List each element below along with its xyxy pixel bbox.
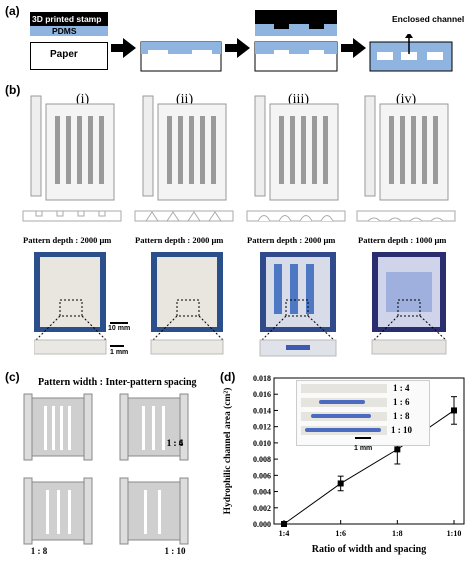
- area-chart: 0.000 0.002 0.004 0.006 0.008 0.010 0.012 0.014…: [222, 374, 465, 555]
- step1-pdms-label: PDMS: [52, 26, 77, 36]
- x-tick-label: 1:8: [392, 529, 403, 538]
- profile-iv: [356, 210, 456, 222]
- data-point: [337, 480, 344, 487]
- profile-ii: [134, 210, 234, 222]
- inset-scale-label: 1 mm: [354, 445, 373, 452]
- caption-iii: Pattern depth : 2000 μm: [247, 235, 336, 245]
- scale-1mm-label: 1 mm: [110, 349, 129, 356]
- profile-i: [22, 210, 122, 222]
- y-tick-label: 0.000: [253, 520, 271, 529]
- caption-iv: Pattern depth : 1000 μm: [358, 235, 447, 245]
- stamp-render-iv: [364, 95, 449, 201]
- paper-photos: [34, 252, 447, 357]
- step1-paper-label: Paper: [50, 49, 78, 60]
- y-tick-label: 0.018: [253, 374, 271, 383]
- step1-stamp: [30, 12, 108, 26]
- inset-label-1-6: 1 : 6: [393, 397, 410, 407]
- ratio-label-1-8: 1 : 8: [30, 546, 48, 556]
- inset-label-1-8: 1 : 8: [393, 411, 410, 421]
- panel-a-label: (a): [5, 4, 20, 18]
- x-axis-label: Ratio of width and spacing: [312, 544, 426, 555]
- caption-ii: Pattern depth : 2000 μm: [135, 235, 224, 245]
- roman-ii: (ii): [176, 92, 194, 107]
- ratio-label-1-4: 1 : 4: [166, 438, 184, 448]
- ratio-label-1-10: 1 : 10: [164, 546, 186, 556]
- x-tick-label: 1:4: [279, 529, 290, 538]
- stamp-render-i: [30, 95, 115, 201]
- y-tick-label: 0.012: [253, 423, 271, 432]
- stamp-render-iii: [254, 95, 339, 201]
- arrow-2-icon: [225, 38, 250, 58]
- roman-iii: (iii): [288, 92, 309, 107]
- panel-b-label: (b): [5, 83, 21, 97]
- plot-frame: [273, 377, 465, 525]
- ratio-devices: [23, 393, 189, 545]
- x-tick-label: 1:10: [447, 529, 462, 538]
- y-tick-label: 0.006: [253, 471, 271, 480]
- y-tick-label: 0.008: [253, 455, 271, 464]
- panel-d-label: (d): [220, 370, 236, 384]
- panel-c-title: Pattern width : Inter-pattern spacing: [38, 377, 197, 388]
- enclosed-channel-label: Enclosed channel: [392, 14, 465, 24]
- inset-panel: 1 : 4 1 : 6 1 : 8 1 : 10: [296, 380, 430, 446]
- y-tick-label: 0.016: [253, 390, 271, 399]
- y-tick-label: 0.014: [253, 406, 271, 415]
- arrow-1-icon: [111, 38, 136, 58]
- roman-i: (i): [76, 92, 90, 107]
- arrow-3-icon: [341, 38, 366, 58]
- step1-pdms: [30, 26, 108, 36]
- inset-label-1-4: 1 : 4: [393, 383, 410, 393]
- y-tick-label: 0.004: [253, 488, 271, 497]
- y-axis-label: Hydrophilic channel area (cm²): [222, 388, 233, 515]
- inset-strip-1-10: [301, 426, 387, 435]
- x-tick-label: 1:6: [335, 529, 346, 538]
- inset-strip-1-6: [301, 398, 387, 407]
- y-tick-label: 0.010: [253, 439, 271, 448]
- step2-drawing: [140, 41, 222, 72]
- profile-iii: [246, 210, 346, 222]
- scale-10mm-label: 10 mm: [108, 325, 131, 332]
- step1-stamp-label: 3D printed stamp: [32, 14, 102, 24]
- inset-scale-bar: [355, 437, 371, 439]
- data-point: [281, 521, 287, 527]
- step4-drawing: [369, 34, 453, 72]
- inset-strip-1-8: [301, 412, 387, 421]
- data-point: [394, 446, 401, 453]
- step1-paper: [30, 42, 108, 70]
- y-tick-label: 0.002: [253, 504, 271, 513]
- caption-i: Pattern depth : 2000 μm: [23, 235, 112, 245]
- stamp-render-ii: [142, 95, 227, 201]
- panel-c-label: (c): [5, 370, 20, 384]
- inset-strip-1-4: [301, 384, 387, 393]
- data-point: [451, 407, 457, 414]
- ratio-label-1-6: 1 : 6: [166, 438, 184, 448]
- step3-drawing: [254, 10, 338, 72]
- roman-iv: (iv): [396, 92, 417, 107]
- inset-label-1-10: 1 : 10: [391, 425, 412, 435]
